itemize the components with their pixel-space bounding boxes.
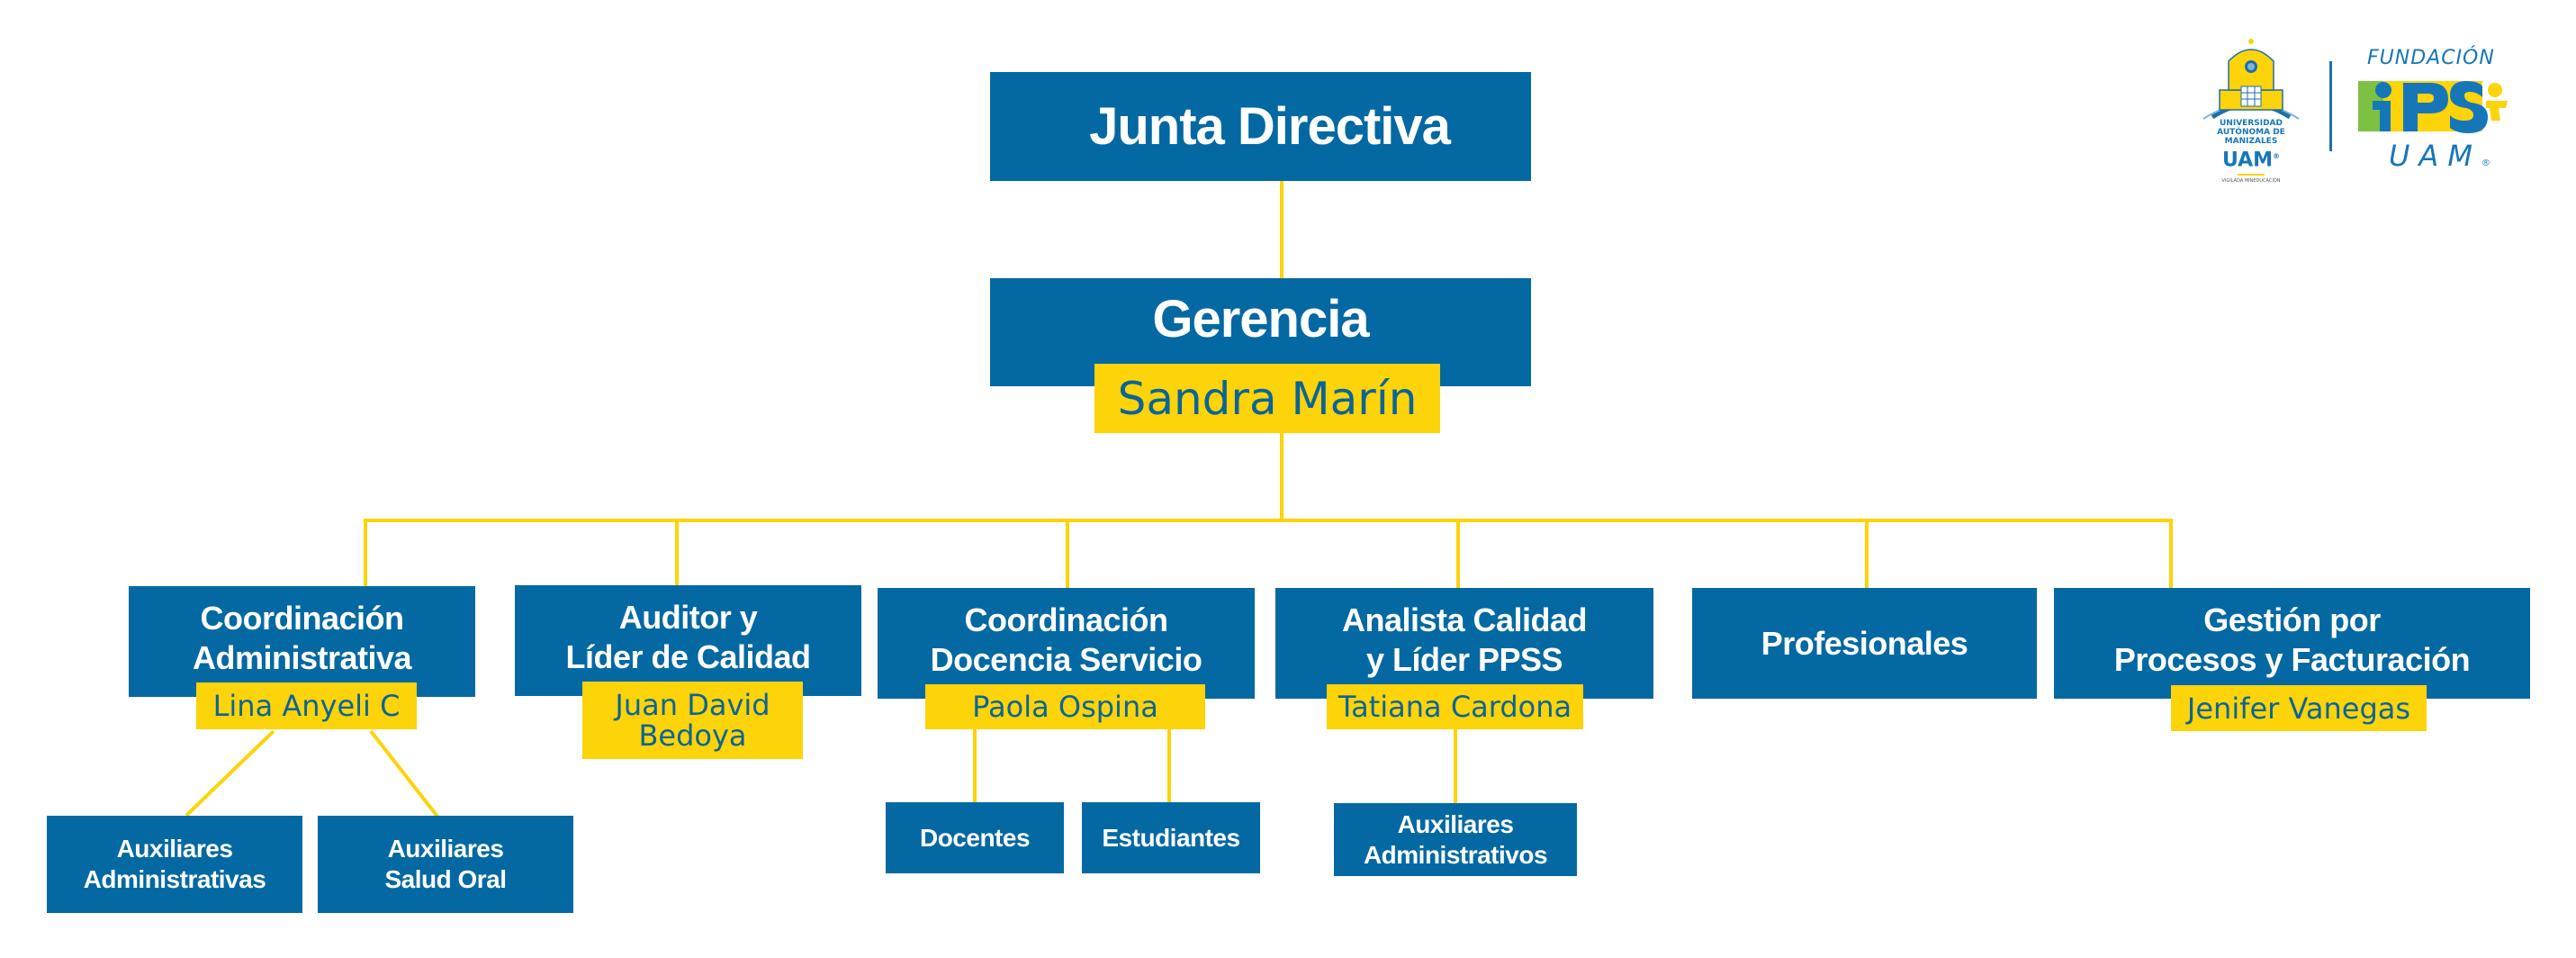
connector-to-profesionales [1865,519,1869,589]
node-title-line1: Analista Calidad [1341,601,1588,638]
connector-paola-to-estudiantes [1167,729,1171,803]
node-coordinacion-docencia-servicio: Coordinación Docencia Servicio [878,588,1255,699]
node-title-line1: Auditor y [618,599,758,636]
node-title-line2: Administrativas [83,865,266,893]
uam-tagline: VIGILADA MINEDUCACIÓN [2221,178,2281,185]
person-name-line1: Juan David [615,688,770,722]
node-title-line2: Administrativa [192,639,412,676]
person-juan-david-bedoya: Juan David Bedoya [582,682,803,759]
node-title: Junta Directiva [1089,97,1451,156]
node-auxiliares-salud-oral: Auxiliares Salud Oral [318,816,573,913]
person-jenifer-vanegas: Jenifer Vanegas [2171,685,2427,731]
person-name: Sandra Marín [1117,372,1418,425]
node-auditor-lider-calidad: Auditor y Líder de Calidad [515,585,861,696]
node-title-line1: Coordinación [964,601,1169,638]
person-sandra-marin: Sandra Marín [1094,364,1440,433]
uam-line2: AUTÓNOMA DE [2217,128,2285,137]
node-title-line1: Auxiliares [116,835,233,863]
ips-logo: FUNDACIÓN UAM® [2356,43,2509,174]
node-title-line2: Docencia Servicio [930,641,1202,678]
person-name: Jenifer Vanegas [2186,691,2411,726]
uam-divider [2238,174,2265,176]
person-paola-ospina: Paola Ospina [925,684,1205,729]
connector-lina-to-aux-salud [369,729,440,818]
node-title-line2: Procesos y Facturación [2113,641,2471,678]
ips-uam-label: UAM [2389,139,2481,173]
node-title-line1: Auxiliares [387,835,504,863]
node-docentes: Docentes [886,802,1064,873]
uam-logo: UNIVERSIDAD AUTÓNOMA DE MANIZALES UAM® V… [2200,36,2302,184]
uam-line3: MANIZALES [2224,137,2278,146]
node-coordinacion-administrativa: Coordinación Administrativa [129,586,475,697]
node-title-line2: Administrativos [1363,840,1548,869]
node-title-line2: Salud Oral [384,865,507,893]
node-estudiantes: Estudiantes [1082,802,1260,873]
connector-to-gestion [2169,519,2173,589]
node-title: Profesionales [1761,624,1968,662]
person-name: Lina Anyeli C [212,689,401,723]
node-auxiliares-administrativas: Auxiliares Administrativas [47,816,302,913]
connector-to-coord-admin [364,519,367,587]
node-title-line2: y Líder PPSS [1365,641,1563,678]
node-profesionales: Profesionales [1692,588,2037,699]
uam-line1: UNIVERSIDAD [2220,119,2283,128]
ips-mark-icon [2358,81,2508,133]
person-name: Paola Ospina [972,690,1158,724]
uam-acronym: UAM [2221,149,2274,172]
node-title: Gerencia [1152,290,1369,348]
person-name-line2: Bedoya [638,718,747,753]
person-tatiana-cardona: Tatiana Cardona [1327,684,1583,729]
logo-separator [2329,61,2332,151]
ips-uam-text: UAM® [2389,139,2490,173]
connector-management-to-bus [1280,433,1283,522]
ips-registered: ® [2481,158,2490,168]
connector-to-coord-docencia [1066,519,1069,589]
node-title: Estudiantes [1102,823,1240,852]
ips-fundacion-text: FUNDACIÓN [2367,47,2495,69]
node-analista-calidad-lider-ppss: Analista Calidad y Líder PPSS [1275,588,1653,699]
person-lina-anyeli: Lina Anyeli C [196,682,417,729]
connector-paola-to-docentes [973,729,977,803]
node-gestion-procesos-facturacion: Gestión por Procesos y Facturación [2054,588,2530,699]
node-junta-directiva: Junta Directiva [990,72,1531,181]
uam-registered: ® [2273,152,2281,160]
node-auxiliares-administrativos: Auxiliares Administrativos [1334,803,1577,876]
person-name: Tatiana Cardona [1338,690,1572,724]
node-title-line1: Coordinación [200,600,405,637]
connector-horizontal-bus [364,519,2173,522]
node-title-line1: Gestión por [2203,601,2381,638]
connector-board-to-management [1280,181,1283,278]
connector-to-auditor [675,519,679,586]
connector-to-analista [1456,519,1460,589]
connector-tatiana-to-aux-admin [1454,729,1457,804]
connector-lina-to-aux-admin [185,729,275,818]
node-title-line1: Auxiliares [1397,809,1514,838]
node-title-line2: Líder de Calidad [565,638,811,675]
uam-building-icon [2202,39,2300,120]
node-title: Docentes [919,823,1031,852]
